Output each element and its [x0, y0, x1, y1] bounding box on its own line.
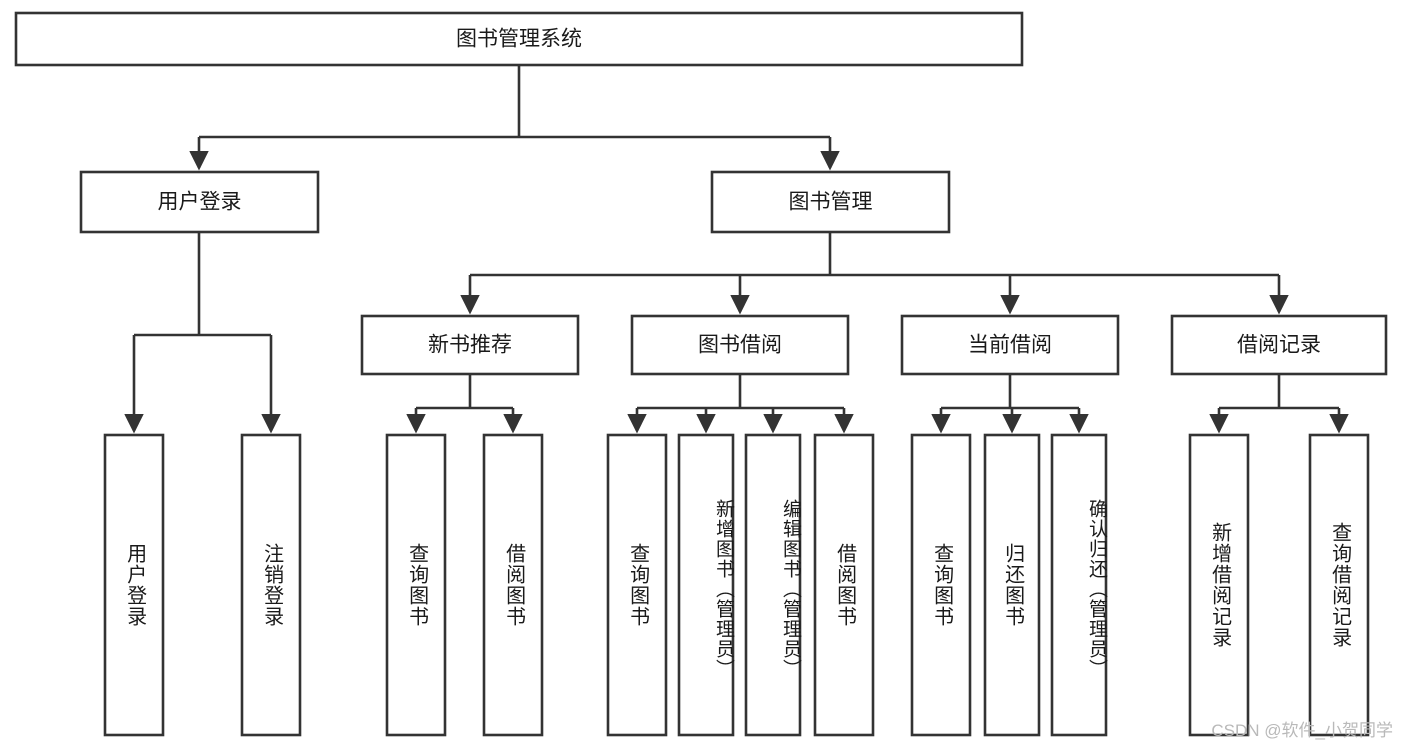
connector-group-book-management — [460, 232, 1289, 315]
connector-group-user-login — [124, 232, 281, 434]
connector-group-new-book-recommend — [406, 374, 523, 434]
node-box-bb-add-book[interactable] — [677, 433, 735, 737]
connector-group-borrow-record — [1209, 374, 1349, 434]
node-box-bb-borrow-book[interactable] — [813, 433, 875, 737]
node-box-nb-borrow-book[interactable] — [482, 433, 544, 737]
node-label-book-borrow: 图书借阅 — [698, 334, 782, 357]
node-box-user-login[interactable] — [79, 170, 320, 234]
node-box-book-management[interactable] — [710, 170, 951, 234]
node-box-cb-query-book[interactable] — [910, 433, 972, 737]
node-box-br-add-record[interactable] — [1188, 433, 1250, 737]
node-label-borrow-record: 借阅记录 — [1237, 334, 1321, 357]
node-label-current-borrow: 当前借阅 — [968, 334, 1052, 357]
node-label-new-book-recommend: 新书推荐 — [428, 334, 512, 357]
node-box-new-book-recommend[interactable] — [360, 314, 580, 376]
node-box-borrow-record[interactable] — [1170, 314, 1388, 376]
node-label-root: 图书管理系统 — [456, 28, 582, 51]
node-box-bb-edit-book[interactable] — [744, 433, 802, 737]
node-box-cb-return-book[interactable] — [983, 433, 1041, 737]
node-box-user-logout[interactable] — [240, 433, 302, 737]
connector-group-root — [189, 65, 840, 171]
connector-group-current-borrow — [931, 374, 1089, 434]
node-label-user-login: 用户登录 — [158, 191, 242, 214]
node-box-user-login-do[interactable] — [103, 433, 165, 737]
node-box-book-borrow[interactable] — [630, 314, 850, 376]
node-box-nb-query-book[interactable] — [385, 433, 447, 737]
node-box-current-borrow[interactable] — [900, 314, 1120, 376]
node-label-book-management: 图书管理 — [789, 191, 873, 214]
node-box-br-query-record[interactable] — [1308, 433, 1370, 737]
node-box-root[interactable] — [14, 11, 1024, 67]
node-box-cb-confirm-return[interactable] — [1050, 433, 1108, 737]
watermark-label: CSDN @软件_小贺同学 — [1211, 721, 1393, 740]
node-box-bb-query-book[interactable] — [606, 433, 668, 737]
connector-group-book-borrow — [627, 374, 854, 434]
